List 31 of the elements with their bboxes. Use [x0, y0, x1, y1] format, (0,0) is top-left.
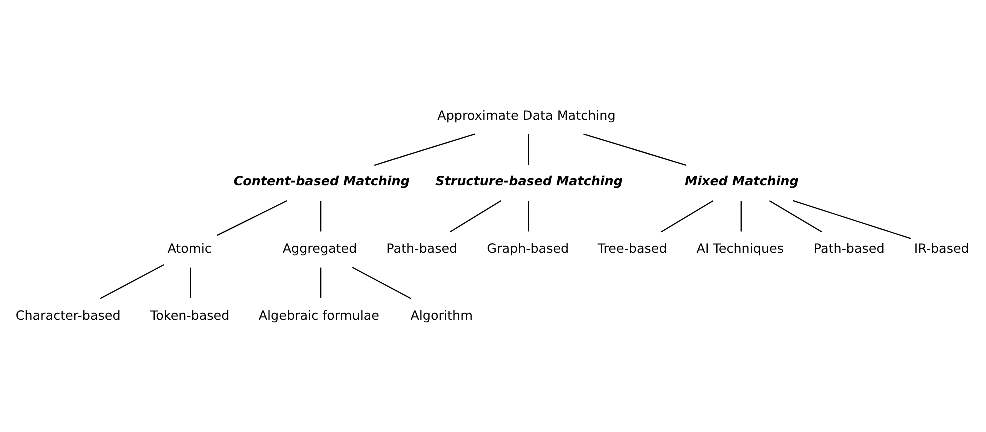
node-text: Algorithm [410, 308, 473, 324]
node-text: Token-based [150, 308, 230, 324]
node-text: Aggregated [282, 242, 358, 257]
node-text: Algebraic formulae [258, 308, 380, 324]
node-text: AI Techniques [696, 242, 784, 257]
connector [528, 134, 530, 165]
node-text: Character-based [16, 308, 121, 324]
connector [661, 200, 714, 232]
connector [190, 267, 192, 298]
node-text: Path-based [386, 242, 458, 257]
connector [374, 133, 476, 166]
node-text: Mixed Matching [685, 174, 799, 190]
connector [769, 200, 822, 232]
node-text: Graph-based [487, 242, 570, 257]
connector [320, 200, 322, 232]
connector [352, 266, 412, 299]
node-text: Structure-based Matching [436, 174, 623, 190]
node-text: Content-based Matching [234, 174, 410, 190]
node-text: IR-based [914, 242, 970, 257]
node-text: Atomic [168, 242, 212, 257]
connector [217, 200, 288, 236]
connector [793, 200, 912, 239]
connector [528, 200, 530, 232]
connector [320, 267, 322, 298]
node-text: Approximate Data Matching [438, 108, 616, 124]
connector [584, 133, 687, 166]
connector [450, 200, 502, 232]
node-text: Path-based [814, 242, 885, 257]
connector [100, 264, 164, 299]
node-text: Tree-based [598, 242, 668, 257]
connector [740, 200, 742, 232]
